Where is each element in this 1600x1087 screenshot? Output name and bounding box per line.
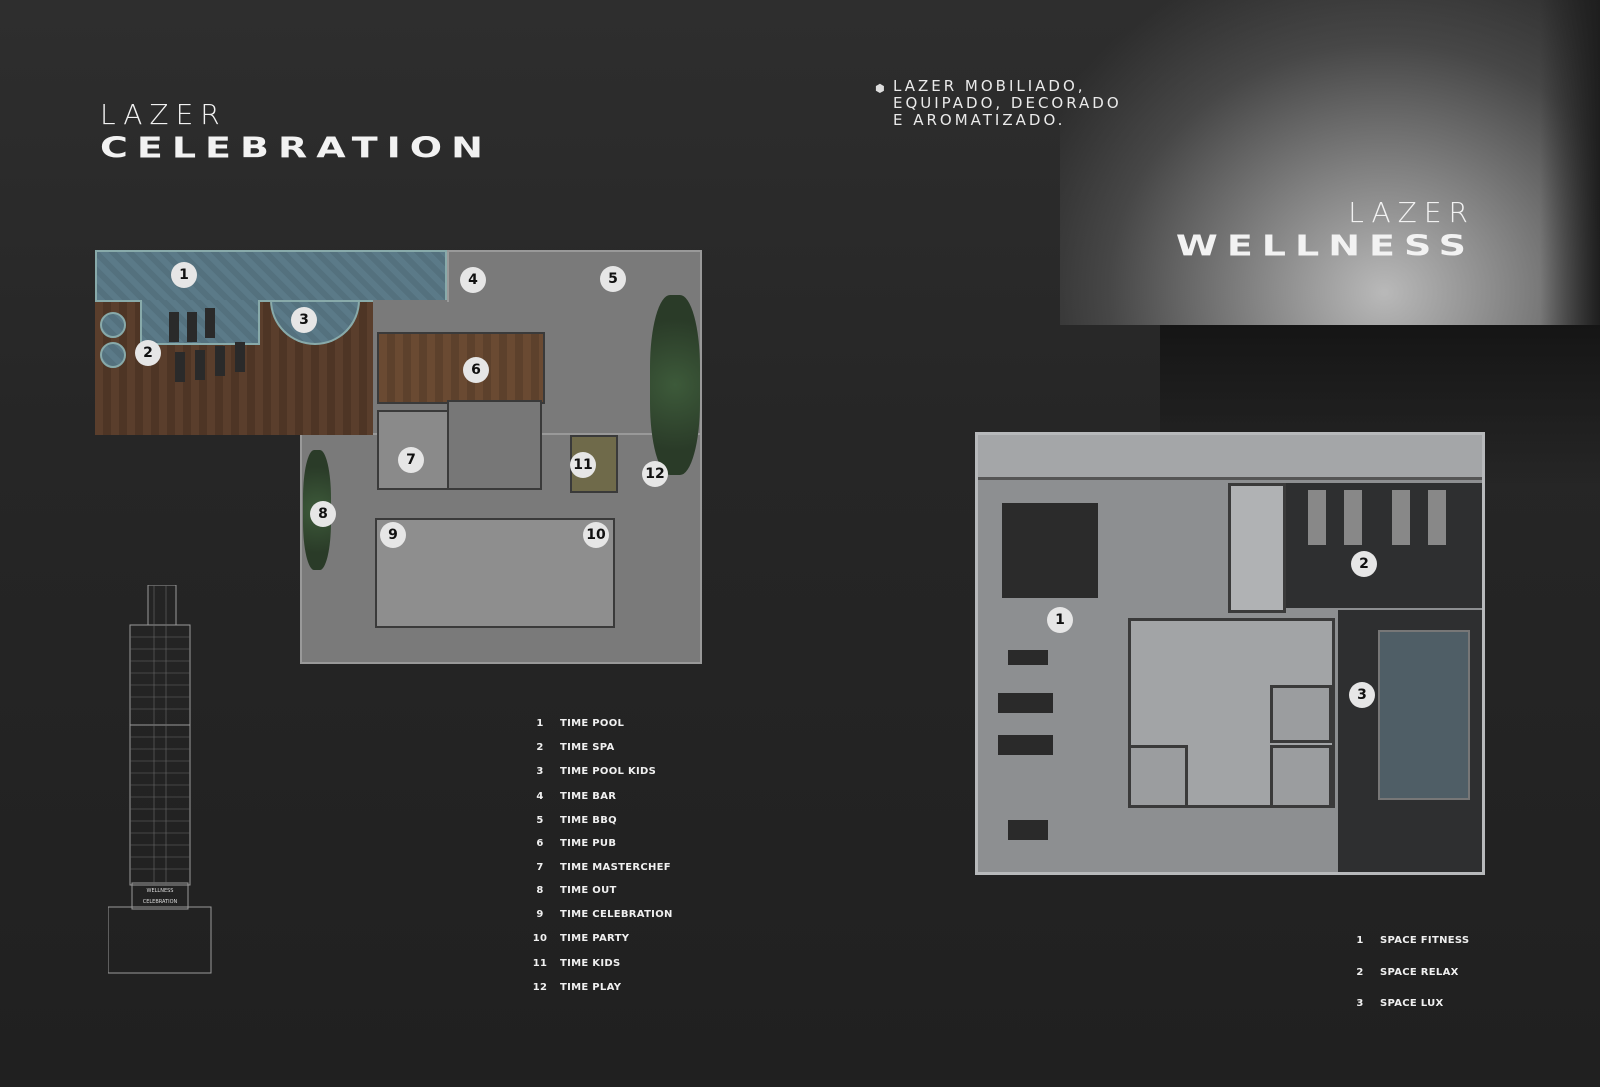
celebration-floor-plan: 1 2 3 4 5 6 7 8 9 10 11 12: [95, 250, 702, 664]
legend-label: TIME PARTY: [560, 933, 630, 944]
legend-label: SPACE LUX: [1380, 998, 1444, 1009]
legend-label: SPACE RELAX: [1380, 967, 1459, 978]
legend-label: TIME BAR: [560, 791, 617, 802]
lounger: [1392, 490, 1410, 545]
lounger: [1428, 490, 1446, 545]
sauna: [1128, 745, 1188, 808]
lounge-chair: [205, 308, 215, 338]
area-marker: 1: [1047, 607, 1073, 633]
area-marker: 9: [380, 522, 406, 548]
rower: [1008, 820, 1048, 840]
area-marker: 1: [171, 262, 197, 288]
legend-num: 8: [536, 885, 544, 896]
lux-pool: [1378, 630, 1470, 800]
legend-label: TIME POOL KIDS: [560, 766, 657, 777]
training-mat: [1002, 503, 1098, 598]
area-marker: 7: [398, 447, 424, 473]
pub-room: [377, 332, 545, 404]
legend-label: TIME BBQ: [560, 815, 617, 826]
area-marker: 4: [460, 267, 486, 293]
wellness-title-big: WELLNESS: [1175, 229, 1475, 262]
legend-num: 1: [1356, 935, 1364, 946]
celebration-title-big: CELEBRATION: [100, 131, 492, 164]
legend-label: TIME CELEBRATION: [560, 909, 673, 920]
area-marker: 5: [600, 266, 626, 292]
tower-label-wellness: WELLNESS: [147, 888, 174, 894]
legend-num: 6: [536, 838, 544, 849]
legend-num: 2: [536, 742, 544, 753]
bike: [1008, 650, 1048, 665]
area-marker: 2: [135, 340, 161, 366]
legend-label: TIME PLAY: [560, 982, 622, 993]
lounge-chair: [187, 312, 197, 342]
legend-label: SPACE FITNESS: [1380, 935, 1470, 946]
garden: [650, 295, 700, 475]
area-marker: 6: [463, 357, 489, 383]
lounge-chair: [169, 312, 179, 342]
service-core: [447, 400, 542, 490]
legend-label: TIME SPA: [560, 742, 615, 753]
hexagon-bullet-icon: ⬢: [875, 82, 888, 95]
features-line: E AROMATIZADO.: [893, 111, 1066, 129]
bar-bbq-floor: [447, 250, 702, 302]
light-glow: [1060, 0, 1600, 325]
sauna: [1270, 745, 1332, 808]
pool: [95, 250, 447, 302]
sauna: [1270, 685, 1332, 743]
lounge-chair: [235, 342, 245, 372]
legend-label: TIME POOL: [560, 718, 625, 729]
legend-num: 3: [536, 766, 544, 777]
terrace: [978, 435, 1482, 480]
features-note: ⬢ LAZER MOBILIADO, EQUIPADO, DECORADO E …: [875, 77, 1122, 129]
treadmill: [998, 693, 1053, 713]
legend-num: 1: [536, 718, 544, 729]
features-line: EQUIPADO, DECORADO: [893, 94, 1122, 112]
legend-label: TIME OUT: [560, 885, 617, 896]
area-marker: 11: [570, 452, 596, 478]
legend-label: TIME PUB: [560, 838, 617, 849]
treadmill: [998, 735, 1053, 755]
legend-num: 12: [532, 982, 548, 993]
tower-label-celebration: CELEBRATION: [143, 899, 178, 905]
legend-num: 3: [1356, 998, 1364, 1009]
wellness-legend: 1 SPACE FITNESS 2 SPACE RELAX 3 SPACE LUX: [1350, 935, 1510, 1015]
tower-elevation-drawing: WELLNESS CELEBRATION: [108, 585, 212, 974]
area-marker: 10: [583, 522, 609, 548]
spa-tub: [100, 342, 126, 368]
wellness-title: LAZER WELLNESS: [1075, 196, 1475, 273]
pool-extension: [140, 300, 260, 345]
legend-num: 4: [536, 791, 544, 802]
legend-num: 11: [532, 958, 548, 969]
legend-num: 9: [536, 909, 544, 920]
legend-num: 2: [1356, 967, 1364, 978]
legend-label: TIME KIDS: [560, 958, 621, 969]
lounge-chair: [175, 352, 185, 382]
restroom: [1228, 483, 1286, 613]
legend-label: TIME MASTERCHEF: [560, 862, 671, 873]
area-marker: 2: [1351, 551, 1377, 577]
lounge-chair: [215, 346, 225, 376]
wellness-floor-plan: 1 2 3: [975, 432, 1485, 875]
area-marker: 3: [1349, 682, 1375, 708]
area-marker: 3: [291, 307, 317, 333]
celebration-title: LAZER CELEBRATION: [100, 98, 492, 175]
spa-tub: [100, 312, 126, 338]
lounge-chair: [195, 350, 205, 380]
legend-num: 10: [532, 933, 548, 944]
celebration-title-small: LAZER: [100, 98, 227, 131]
area-marker: 8: [310, 501, 336, 527]
celebration-hall: [375, 518, 615, 628]
lounger: [1344, 490, 1362, 545]
wellness-title-small: LAZER: [1348, 196, 1475, 229]
legend-num: 5: [536, 815, 544, 826]
legend-num: 7: [536, 862, 544, 873]
area-marker: 12: [642, 461, 668, 487]
edge-shade: [1540, 0, 1600, 325]
lounger: [1308, 490, 1326, 545]
features-line: LAZER MOBILIADO,: [893, 77, 1086, 95]
